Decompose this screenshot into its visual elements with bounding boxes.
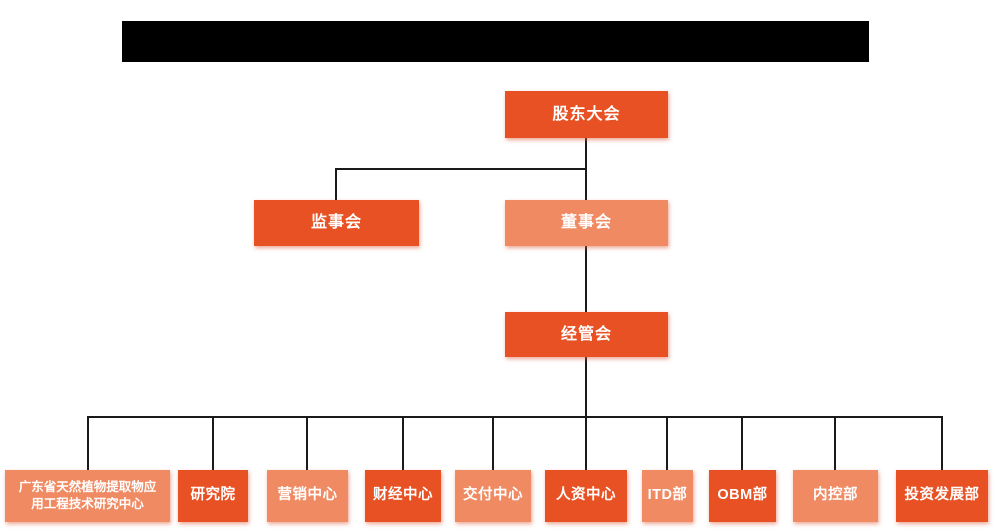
- connector-board-to-management: [585, 246, 587, 312]
- node-supervisory-board: 监事会: [254, 200, 419, 246]
- node-dept-research-center: 广东省天然植物提取物应 用工程技术研究中心: [5, 470, 170, 522]
- node-dept-obm: OBM部: [709, 470, 776, 522]
- redacted-title-bar: [122, 21, 869, 62]
- connector-drop-dept-4: [402, 416, 404, 470]
- node-board-of-directors: 董事会: [505, 200, 668, 246]
- connector-drop-dept-9: [834, 416, 836, 470]
- node-dept-hr-center: 人资中心: [545, 470, 627, 522]
- node-dept-delivery-center: 交付中心: [455, 470, 531, 522]
- connector-drop-dept-2: [212, 416, 214, 470]
- node-dept-itd: ITD部: [642, 470, 693, 522]
- node-management-committee: 经管会: [505, 312, 668, 357]
- connector-drop-dept-8: [741, 416, 743, 470]
- node-shareholders-meeting: 股东大会: [505, 91, 668, 138]
- node-dept-internal-control: 内控部: [793, 470, 878, 522]
- connector-drop-dept-3: [306, 416, 308, 470]
- connector-drop-dept-7: [666, 416, 668, 470]
- connector-department-rail: [87, 416, 943, 418]
- connector-drop-dept-1: [87, 416, 89, 470]
- connector-drop-dept-5: [492, 416, 494, 470]
- node-dept-finance-center: 财经中心: [365, 470, 441, 522]
- node-dept-investment-development: 投资发展部: [896, 470, 988, 522]
- connector-drop-dept-10: [941, 416, 943, 470]
- connector-management-to-rail: [585, 357, 587, 470]
- connector-drop-supervisory: [335, 168, 337, 200]
- node-dept-marketing-center: 营销中心: [267, 470, 348, 522]
- connector-branch-horizontal: [336, 168, 587, 170]
- node-dept-research-institute: 研究院: [178, 470, 248, 522]
